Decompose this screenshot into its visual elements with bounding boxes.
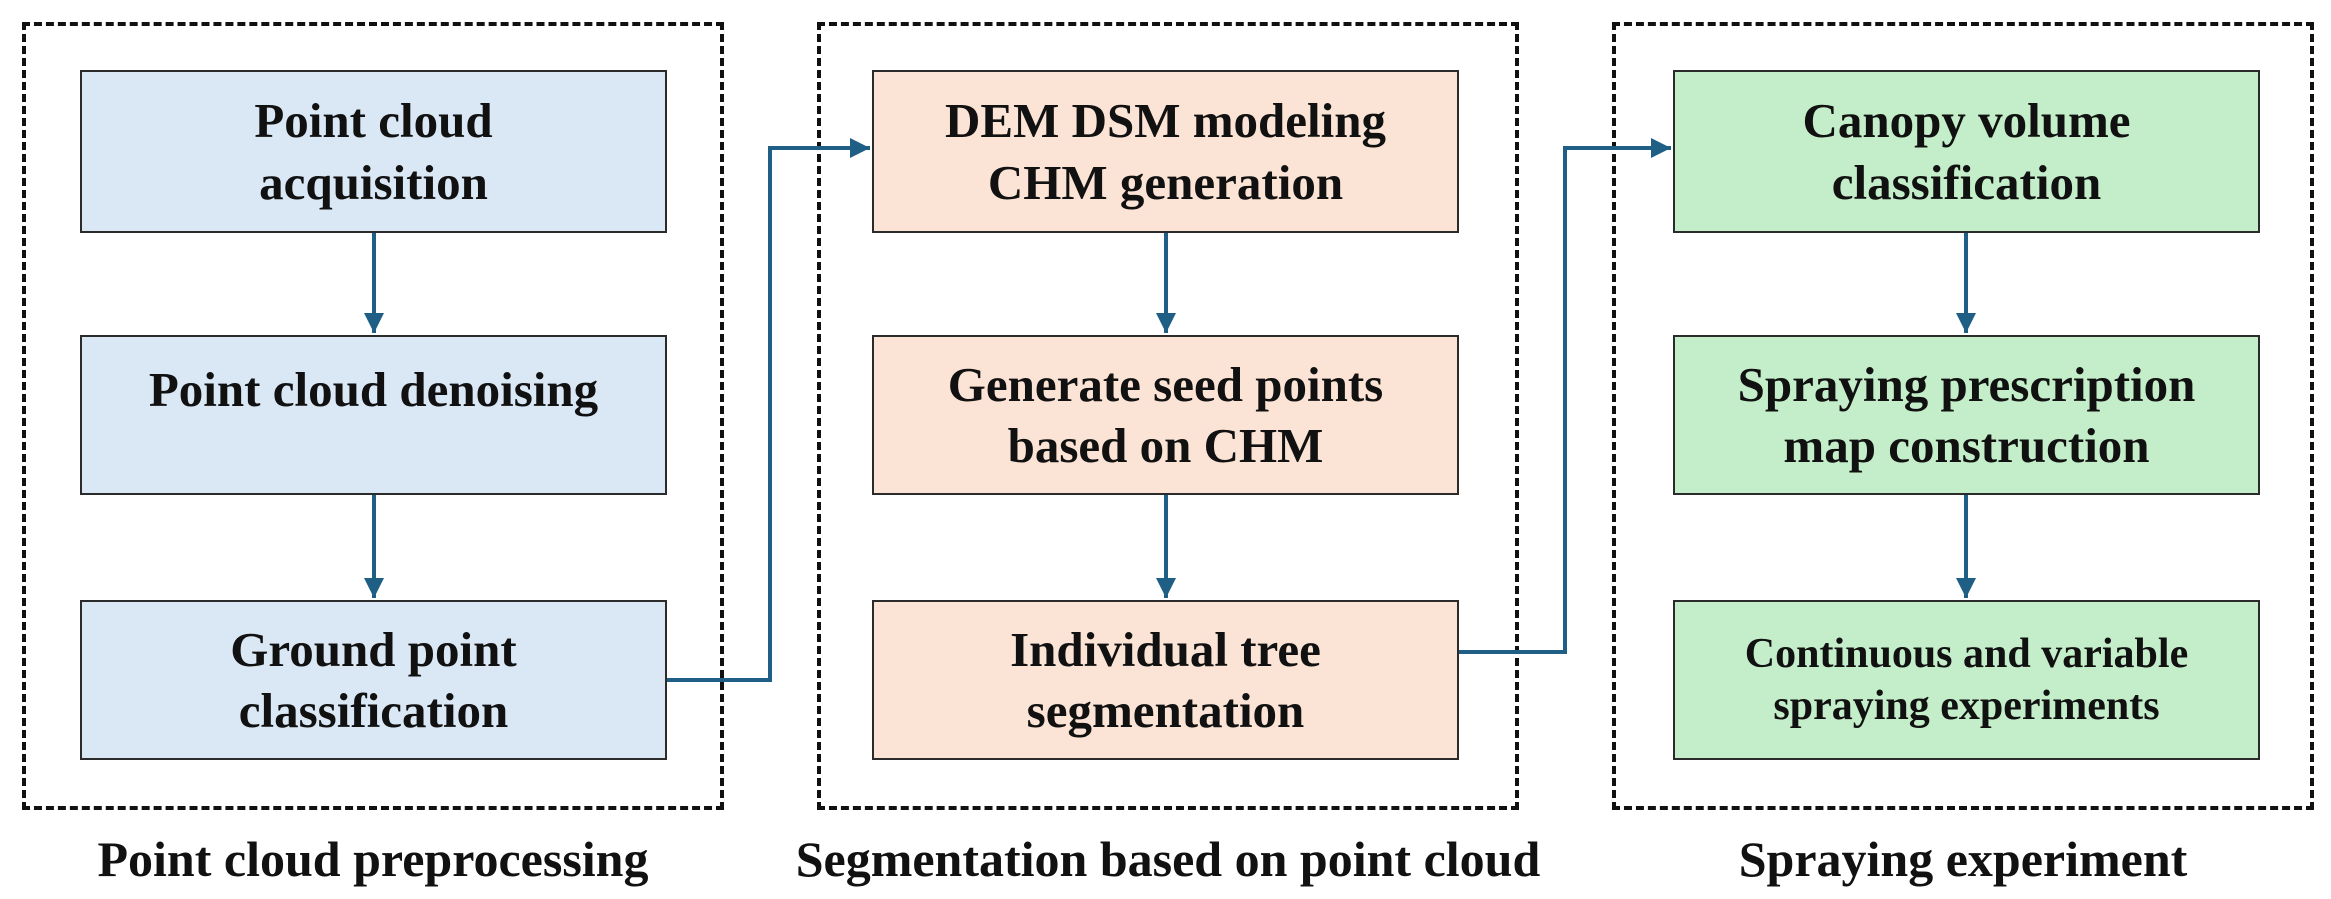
step-ground-point-classification: Ground point classification: [80, 600, 667, 760]
step-spraying-prescription-map: Spraying prescription map construction: [1673, 335, 2260, 495]
group-point-cloud-preprocessing: [22, 22, 724, 810]
step-dem-dsm-modeling: DEM DSM modeling CHM generation: [872, 70, 1459, 233]
step-canopy-volume-classification: Canopy volume classification: [1673, 70, 2260, 233]
arrow-individual-to-canopy: [1459, 138, 1671, 654]
step-continuous-variable-spraying: Continuous and variable spraying experim…: [1673, 600, 2260, 760]
caption-segmentation: Segmentation based on point cloud: [795, 831, 1541, 887]
caption-spraying-experiment: Spraying experiment: [1738, 831, 2188, 887]
group-spraying-experiment: [1612, 22, 2314, 810]
step-point-cloud-acquisition: Point cloud acquisition: [80, 70, 667, 233]
step-generate-seed-points: Generate seed points based on CHM: [872, 335, 1459, 495]
group-segmentation: [817, 22, 1519, 810]
caption-point-cloud-preprocessing: Point cloud preprocessing: [97, 831, 649, 887]
step-point-cloud-denoising: Point cloud denoising: [80, 335, 667, 495]
step-individual-tree-segmentation: Individual tree segmentation: [872, 600, 1459, 760]
arrow-ground-to-dem: [667, 138, 870, 682]
